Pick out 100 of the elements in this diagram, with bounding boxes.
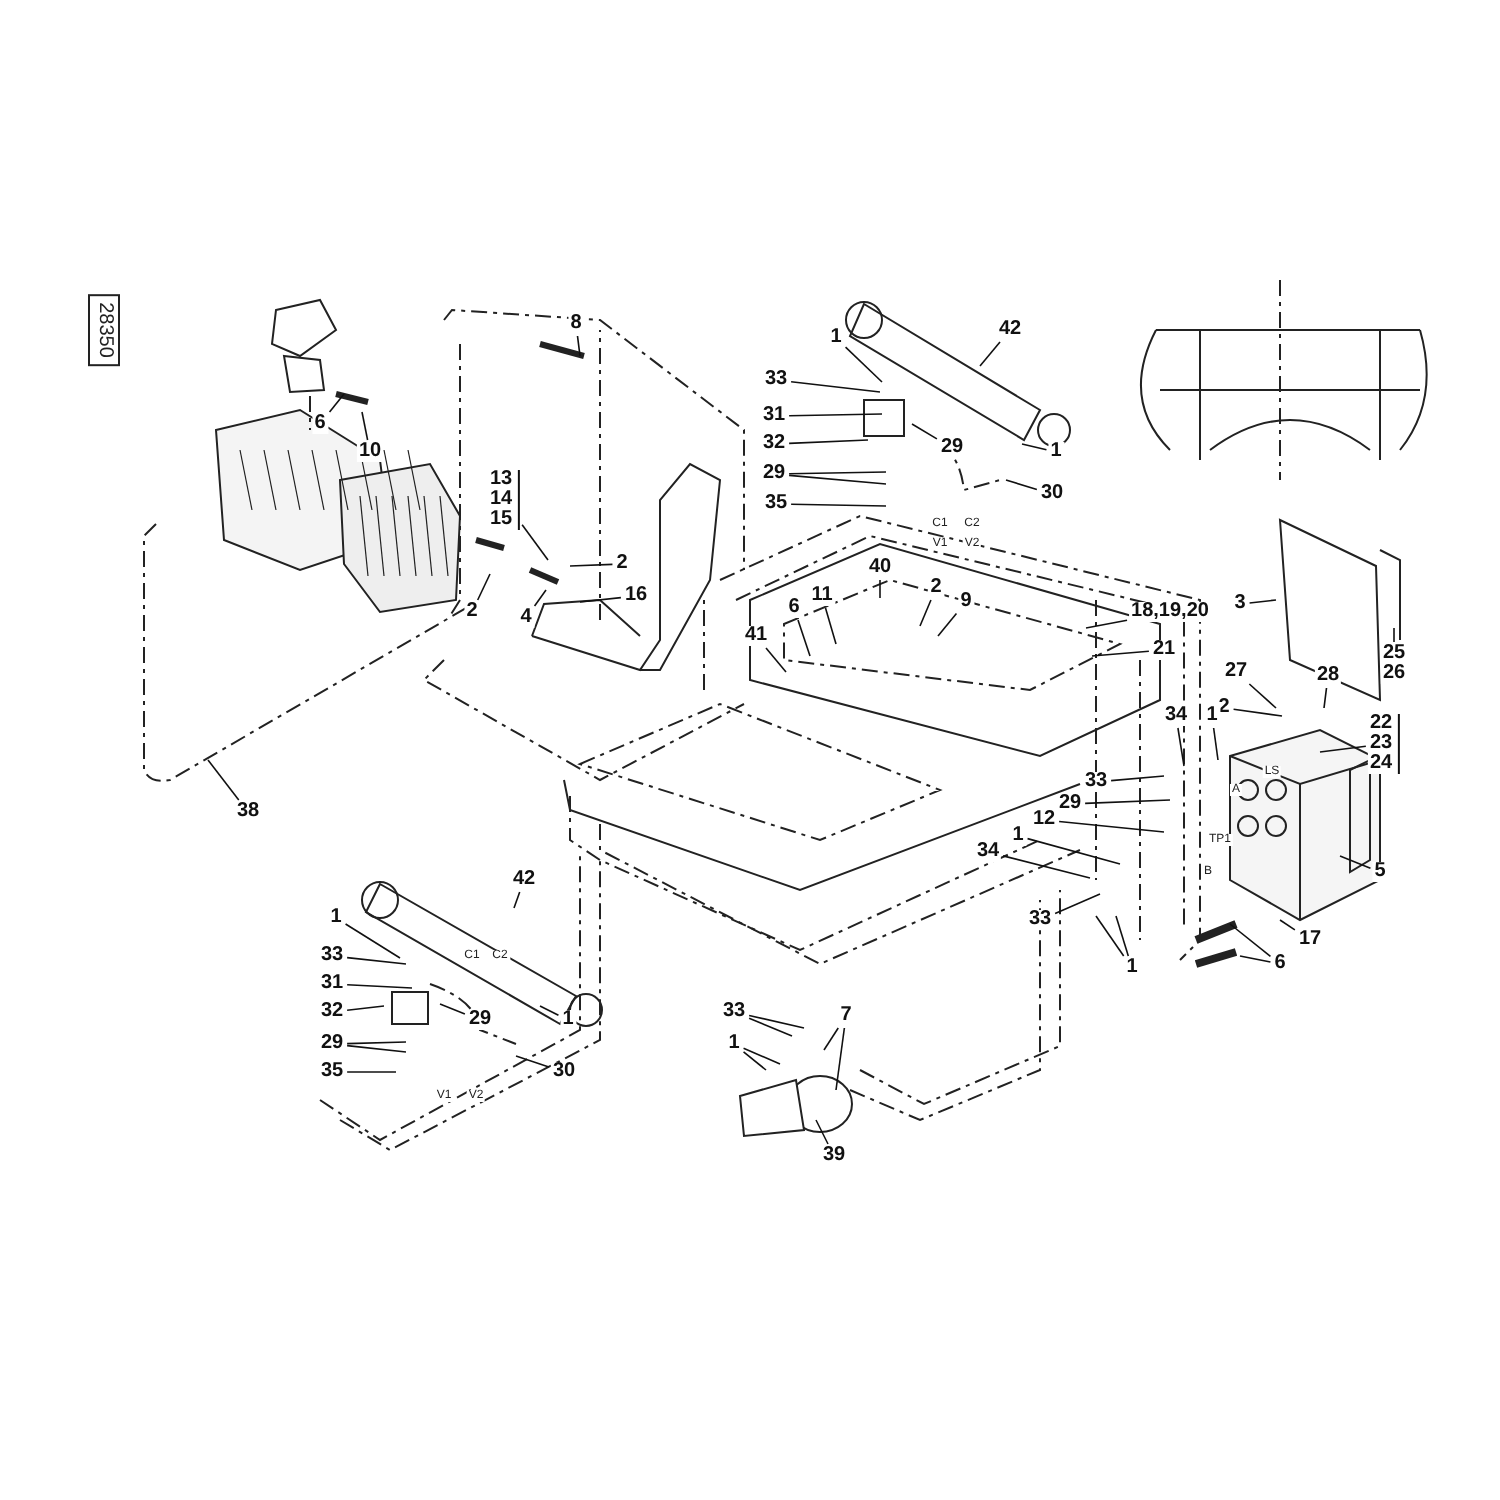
callout-number: 35 (762, 494, 790, 514)
leader-line (1319, 745, 1367, 753)
callout-number: 1 (1124, 958, 1140, 978)
leader-line (911, 423, 938, 440)
leader-line (788, 471, 887, 475)
callout-number: 1 (560, 1010, 576, 1030)
callout-number: 30 (550, 1062, 578, 1082)
callout-number: 40 (866, 558, 894, 578)
callout-number: 33 (1026, 910, 1054, 930)
leader-line (742, 1047, 781, 1065)
leader-line (346, 956, 407, 965)
leader-line (1021, 443, 1048, 451)
callout-number: 9 (958, 592, 974, 612)
callout-number: 34 (1162, 706, 1190, 726)
callout-number: 6 (1272, 954, 1288, 974)
leader-line (344, 923, 401, 959)
leader-line (823, 1027, 840, 1051)
leader-line (815, 1119, 829, 1145)
leader-line (1323, 687, 1328, 709)
leader-line (1279, 919, 1296, 931)
leader-line (919, 599, 932, 627)
callout-number: 25 26 (1380, 644, 1408, 684)
leader-line (1026, 837, 1121, 865)
callout-number: 7 (838, 1006, 854, 1026)
leader-line (513, 891, 521, 909)
callout-number: 2 (928, 578, 944, 598)
callout-number: 34 (974, 842, 1002, 862)
leader-line (476, 573, 491, 601)
callout-number: 29 (1056, 794, 1084, 814)
callout-number: 12 (1030, 810, 1058, 830)
leader-line (1232, 708, 1283, 717)
callout-number: 28 (1314, 666, 1342, 686)
callout-number: 33 (318, 946, 346, 966)
leader-line (1110, 775, 1165, 782)
leader-line (579, 596, 622, 603)
leader-line (346, 983, 413, 989)
callout-number: 4 (518, 608, 534, 628)
callout-number: 3 (1232, 594, 1248, 614)
leader-line (361, 411, 369, 441)
leader-line (515, 1055, 550, 1068)
leader-line (788, 474, 887, 485)
callout-number: 8 (568, 314, 584, 334)
callout-number: 32 (318, 1002, 346, 1022)
leader-line (346, 1005, 385, 1012)
leader-line (1248, 599, 1277, 604)
leader-line (328, 393, 345, 413)
callout-number: 17 (1296, 930, 1324, 950)
callout-number: 30 (1038, 484, 1066, 504)
callout-number: 1 (1048, 442, 1064, 462)
callout-number: 1 (726, 1034, 742, 1054)
leader-line (1085, 619, 1128, 629)
callout-number: 11 (809, 586, 835, 606)
callout-number: 6 (786, 598, 802, 618)
callout-number: 27 (1222, 662, 1250, 682)
leader-line (1054, 893, 1101, 915)
callout-number: 1 (828, 328, 844, 348)
leader-line (207, 759, 240, 801)
callout-number: 1 (328, 908, 344, 928)
leader-line (1002, 855, 1091, 879)
leader-line (1084, 799, 1171, 805)
leader-line (844, 346, 883, 383)
leader-line (979, 341, 1001, 367)
drawing-number: 28350 (88, 294, 120, 366)
callout-number: 35 (318, 1062, 346, 1082)
callout-number: 38 (234, 802, 262, 822)
callout-number: 42 (510, 870, 538, 890)
leader-line (1005, 479, 1038, 491)
callout-number: 21 (1150, 640, 1178, 660)
callout-number: 10 (356, 442, 384, 462)
leader-line (765, 647, 787, 673)
callout-number: 33 (720, 1002, 748, 1022)
leader-line (797, 619, 811, 657)
leader-line (346, 1041, 407, 1045)
leader-line (576, 335, 581, 357)
leader-line (1248, 683, 1277, 709)
leader-line (1239, 955, 1272, 963)
callout-number: 29 (938, 438, 966, 458)
leader-line (1058, 820, 1165, 833)
callout-number: 33 (762, 370, 790, 390)
leader-line (346, 1044, 407, 1053)
leader-line (788, 413, 883, 417)
leader-line (569, 563, 614, 567)
callout-number: 18,19,20 (1129, 602, 1211, 622)
leader-line (1091, 650, 1150, 657)
callout-number: 29 (318, 1034, 346, 1054)
callout-number: 2 (614, 554, 630, 574)
leader-line (1393, 627, 1395, 643)
callout-number: 16 (622, 586, 650, 606)
callout-number: 31 (760, 406, 788, 426)
leader-line (1095, 915, 1125, 957)
leader-line (742, 1050, 767, 1071)
leader-line (1115, 915, 1130, 957)
leader-line (521, 523, 549, 561)
leader-line (1339, 855, 1372, 869)
leader-line (1212, 727, 1219, 761)
leader-line (1177, 727, 1185, 767)
leader-line (748, 1017, 793, 1037)
leader-line (533, 589, 547, 607)
callout-number: 31 (318, 974, 346, 994)
leader-line (788, 439, 869, 445)
